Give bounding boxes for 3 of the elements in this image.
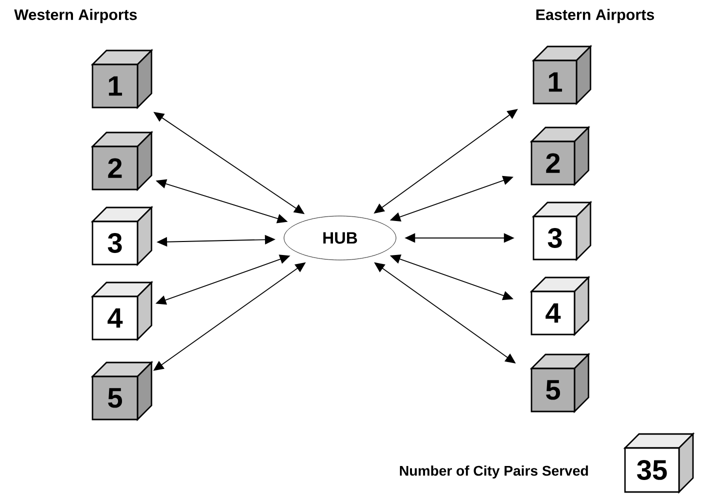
heading: Eastern Airports: [536, 8, 654, 24]
heading: Western Airports: [14, 8, 137, 24]
node-label: Number of City Pairs Served: [400, 465, 588, 479]
